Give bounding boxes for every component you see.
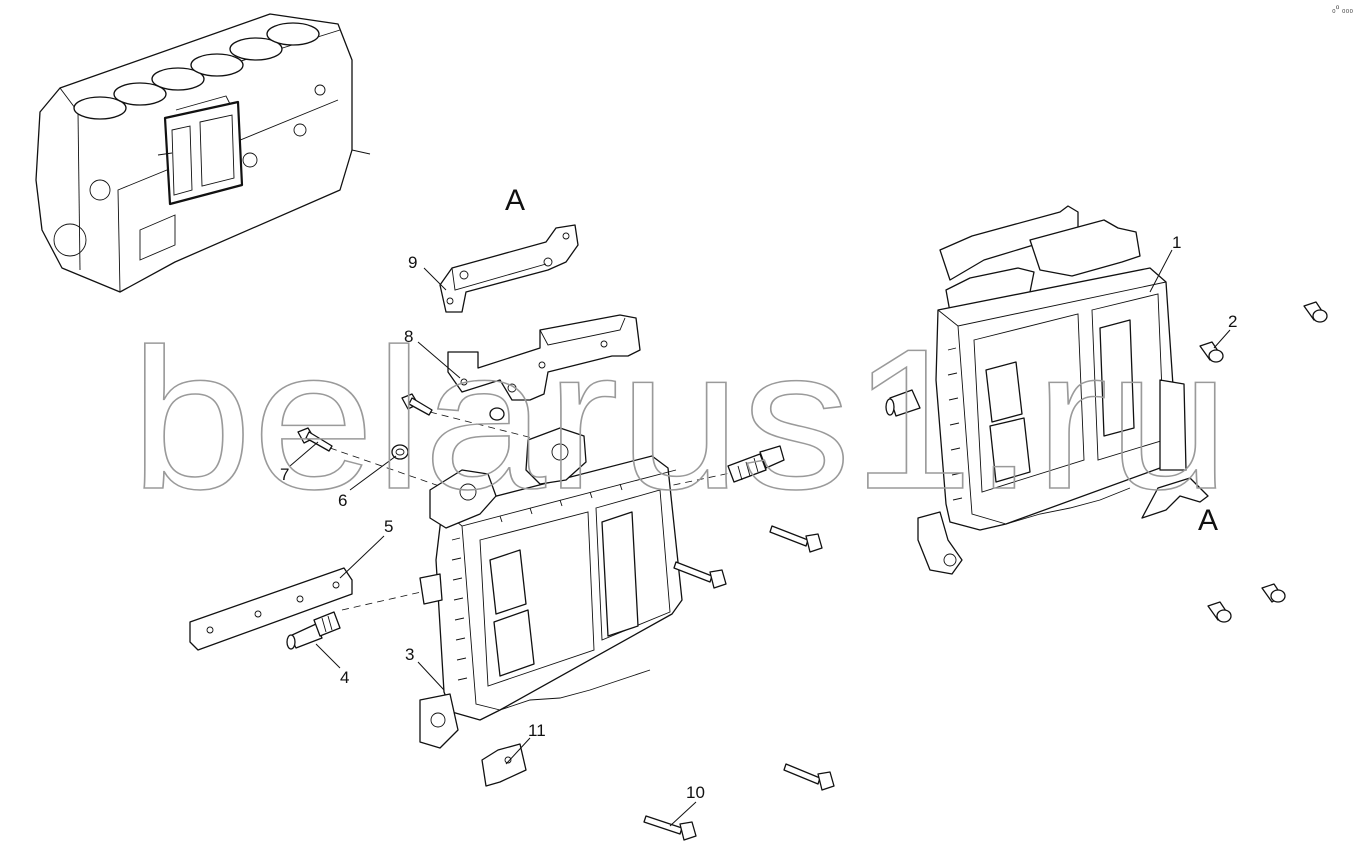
callout-1: 1 — [1172, 233, 1181, 252]
callout-9: 9 — [408, 253, 417, 272]
ecu-on-block — [157, 95, 244, 206]
view-label-right: A — [1198, 504, 1218, 537]
callout-10: 10 — [686, 783, 705, 802]
bracket-11 — [481, 743, 527, 787]
callout-4: 4 — [340, 668, 349, 687]
sensor-center — [727, 445, 785, 483]
cylinder-bores — [73, 22, 320, 120]
bolts-center — [643, 525, 835, 841]
bolt-7 — [297, 427, 333, 452]
callout-3: 3 — [405, 645, 414, 664]
corner-mark: ₀⁰ ₀₀₀ — [1332, 4, 1353, 14]
ecu-3 — [419, 427, 683, 749]
bracket-9 — [439, 224, 579, 313]
callout-2: 2 — [1228, 312, 1237, 331]
bracket-8 — [447, 314, 641, 401]
callout-11: 11 — [528, 721, 546, 740]
leader-lines — [289, 249, 1231, 827]
callout-labels: 1 2 3 4 5 6 7 8 9 10 11 A A — [280, 184, 1237, 802]
engine-block-inset — [35, 13, 371, 293]
strap-5 — [189, 567, 353, 651]
washer-6 — [391, 444, 409, 460]
right-assembly — [885, 205, 1328, 623]
view-label-top: A — [505, 184, 525, 217]
sensor-4 — [286, 611, 341, 650]
center-assembly — [189, 224, 835, 841]
callout-8: 8 — [404, 327, 413, 346]
callout-7: 7 — [280, 465, 289, 484]
callout-6: 6 — [338, 491, 347, 510]
callout-5: 5 — [384, 517, 393, 536]
bolt-8-small — [401, 393, 505, 421]
watermark: belarus1.ru — [130, 308, 1230, 531]
